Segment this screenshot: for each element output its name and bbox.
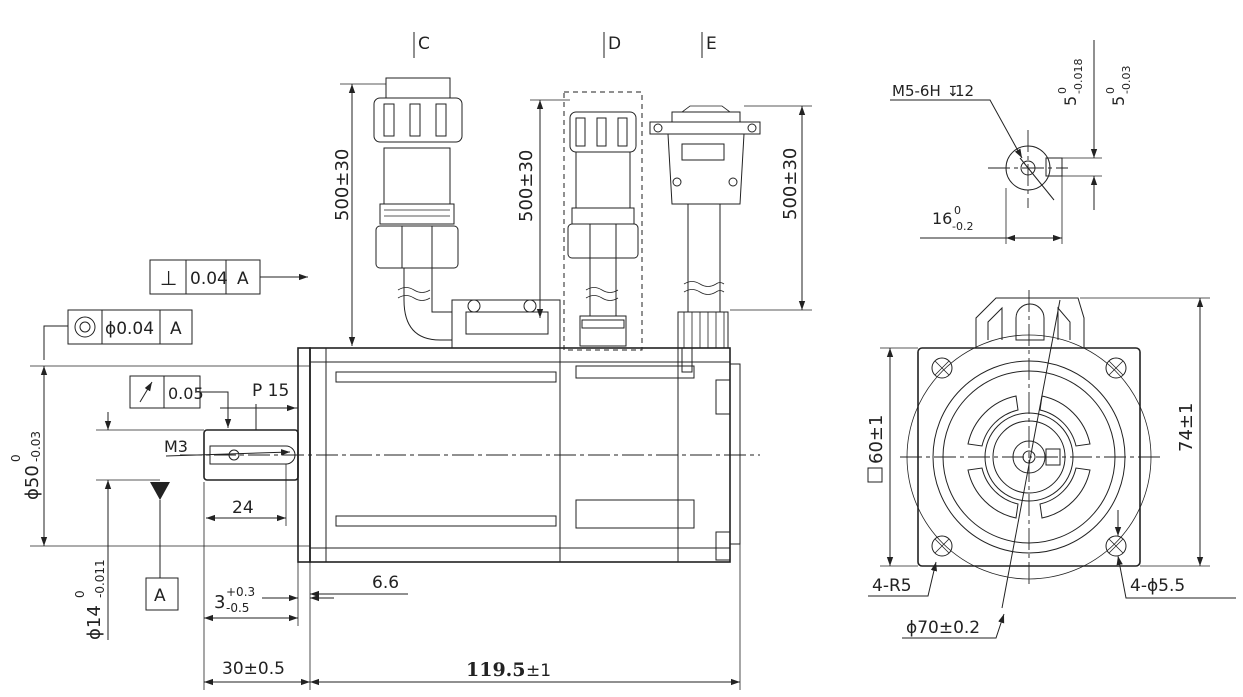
view-c-label: C (418, 34, 430, 54)
runout-tolerance: 0.05 (168, 384, 204, 403)
dim-square-60: 60±1 (866, 415, 887, 464)
p15-dim: P 15 (252, 381, 289, 401)
dim-phi50: ϕ50 (22, 465, 43, 500)
dim-4-phi5-5: 4-ϕ5.5 (1130, 576, 1185, 596)
dim-16-lower: -0.2 (952, 220, 973, 233)
dim-phi50-upper: 0 (9, 454, 23, 462)
dim-119-5: 119.5 (466, 659, 526, 681)
key-width-2-upper: 0 (1104, 87, 1117, 94)
perpendicularity-frame: ⊥ 0.04 A (149, 259, 308, 295)
connector-e (649, 105, 761, 373)
perpendicularity-tolerance: 0.04 (190, 269, 228, 289)
shaft-end-detail: M5-6H ↧ 12 5 0 -0.018 5 0 -0.03 16 0 -0.… (890, 40, 1133, 244)
side-view: C D E 500±30 500±30 500±30 ⊥ 0.04 A (9, 32, 812, 690)
dim-24: 24 (232, 498, 254, 518)
dim-30: 30±0.5 (222, 659, 285, 679)
dim-4-r5: 4-R5 (872, 576, 912, 596)
cable-c-dim: 500±30 (332, 149, 353, 221)
m5-thread-label: M5-6H (892, 82, 941, 100)
datum-a-label: A (154, 586, 166, 606)
dim-3-lower: -0.5 (226, 601, 249, 615)
concentricity-icon (74, 316, 96, 338)
dim-phi14: ϕ14 (84, 605, 105, 640)
dim-6-6: 6.6 (372, 573, 399, 593)
key-width-1: 5 (1061, 96, 1080, 106)
dim-119-5-tol: ±1 (526, 661, 551, 681)
cable-e-dim: 500±30 (780, 148, 801, 220)
front-view: 60±1 74±1 4-R5 4-ϕ5.5 ϕ70±0.2 (866, 290, 1236, 639)
depth-icon: ↧ (947, 84, 959, 100)
key-width-2-lower: -0.03 (1120, 66, 1133, 94)
runout-frame: 0.05 (129, 375, 232, 428)
dim-74: 74±1 (1176, 403, 1197, 452)
key-width-1-upper: 0 (1056, 87, 1069, 94)
connector-d (563, 91, 643, 351)
connector-c (373, 77, 463, 341)
dim-phi70: ϕ70±0.2 (906, 618, 980, 638)
keyway (209, 445, 296, 465)
dim-phi50-lower: -0.03 (29, 431, 43, 462)
dim-3-upper: +0.3 (226, 585, 255, 599)
dim-16: 16 (932, 209, 952, 228)
runout-icon (139, 381, 153, 403)
view-e-label: E (706, 34, 717, 54)
concentricity-frame: ϕ0.04 A (43, 309, 193, 360)
perpendicularity-symbol: ⊥ (160, 266, 177, 290)
dim-16-upper: 0 (954, 204, 961, 217)
view-d-label: D (608, 34, 621, 54)
cable-d-dim: 500±30 (516, 150, 537, 222)
dim-phi14-upper: 0 (73, 590, 87, 598)
concentricity-tolerance: ϕ0.04 (105, 319, 154, 339)
mounting-holes (931, 357, 1127, 557)
m3-label: M3 (164, 437, 188, 456)
m5-depth: 12 (955, 82, 974, 100)
key-width-1-lower: -0.018 (1072, 59, 1085, 94)
dim-3: 3 (214, 592, 225, 613)
key-width-2: 5 (1109, 96, 1128, 106)
concentricity-datum: A (170, 319, 182, 339)
dim-phi14-lower: -0.011 (93, 559, 107, 598)
perpendicularity-datum: A (237, 269, 249, 289)
